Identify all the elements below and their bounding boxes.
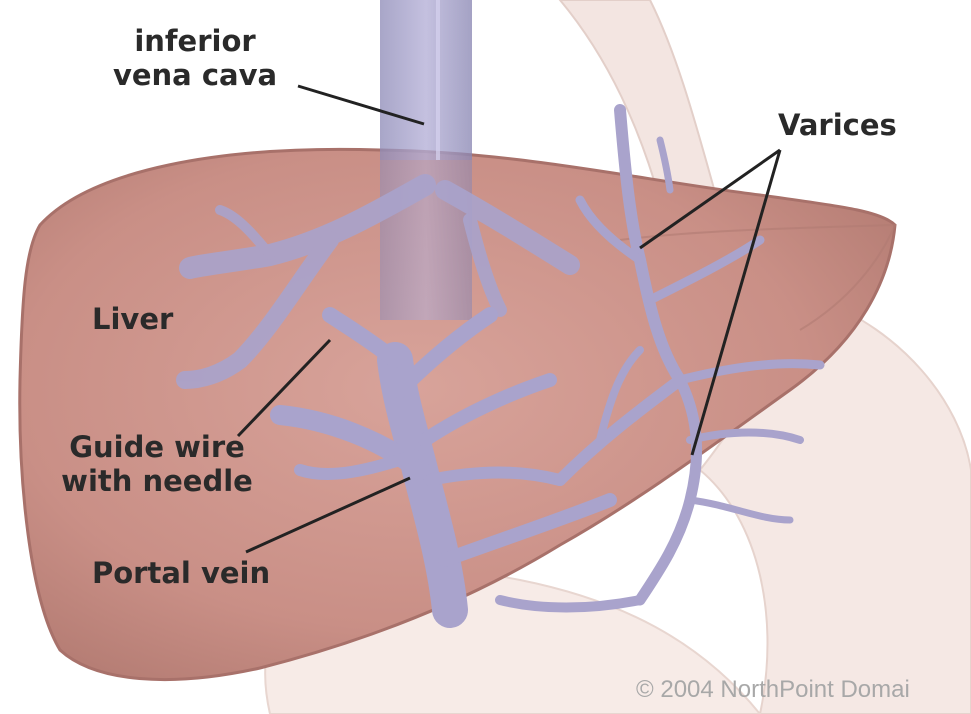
guide-wire-label: Guide wire with needle — [52, 430, 262, 498]
portal-vein-label: Portal vein — [92, 556, 270, 590]
liver-label: Liver — [92, 302, 173, 336]
inferior-vena-cava-label: inferior vena cava — [100, 24, 290, 92]
copyright-notice: © 2004 NorthPoint Domai — [636, 676, 971, 704]
varices-label: Varices — [778, 108, 897, 142]
